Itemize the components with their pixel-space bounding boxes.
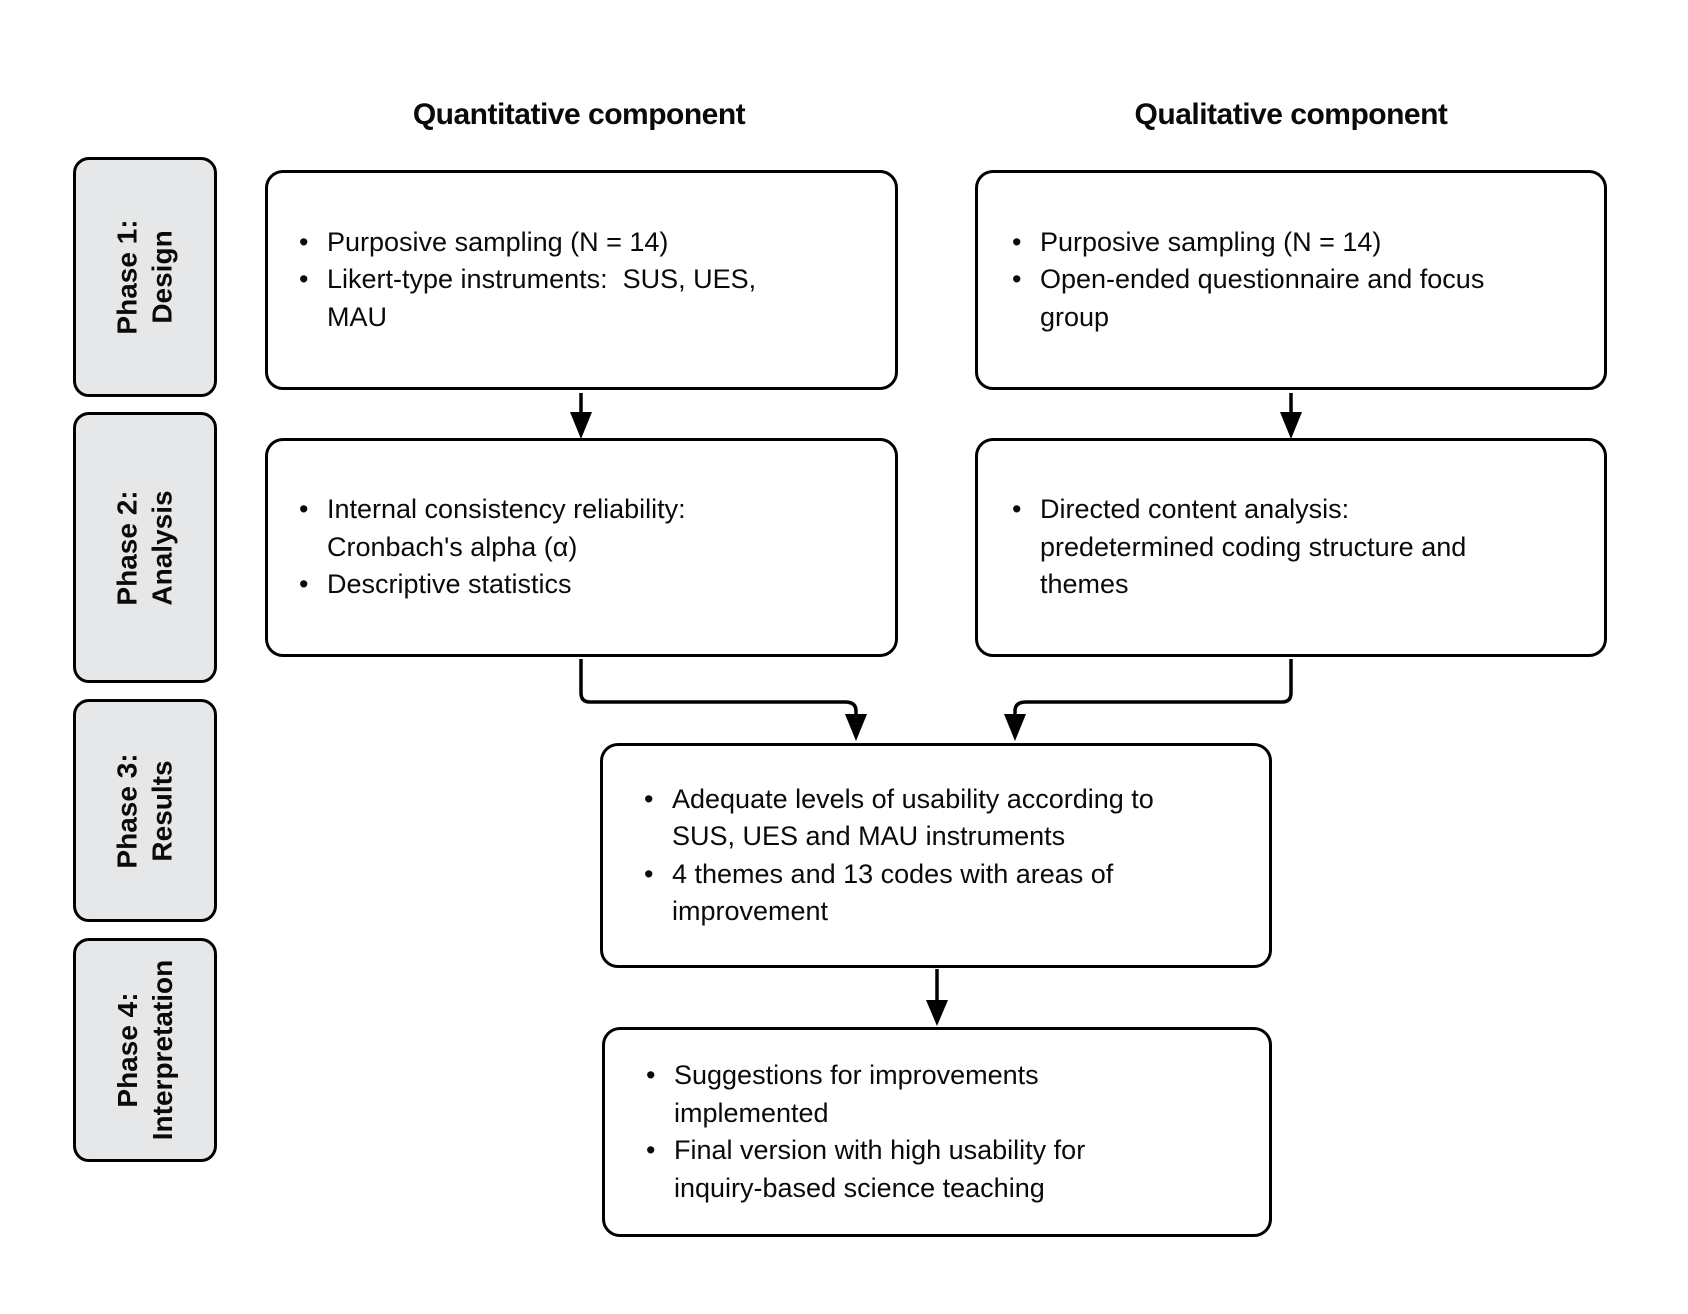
list-item: • Final version with high usability for … xyxy=(646,1132,1249,1207)
bullet-icon: • xyxy=(644,858,654,889)
column-title-quantitative: Quantitative component xyxy=(412,98,746,131)
phase-3-tab: Phase 3: Results xyxy=(73,699,217,922)
bullet-icon: • xyxy=(299,264,309,295)
list-item-text: Internal consistency reliability: Cronba… xyxy=(327,494,686,562)
phase-2-tab: Phase 2: Analysis xyxy=(73,412,217,683)
bullet-icon: • xyxy=(299,569,309,600)
bullet-icon: • xyxy=(1012,226,1022,257)
phase-2-label-line1: Phase 2: xyxy=(111,489,143,606)
arrowhead-qual-design xyxy=(1280,412,1302,439)
list-item-text: Purposive sampling (N = 14) xyxy=(1040,226,1382,257)
box-qual-analysis: • Directed content analysis: predetermin… xyxy=(975,438,1607,657)
bullet-icon: • xyxy=(1012,494,1022,525)
bullet-icon: • xyxy=(644,783,654,814)
phase-4-label-line2: Interpretation xyxy=(147,959,178,1141)
bullet-icon: • xyxy=(646,1060,656,1090)
phase-2-label: Phase 2: Analysis xyxy=(110,490,180,605)
phase-3-label-line1: Phase 3: xyxy=(111,752,143,869)
bullet-icon: • xyxy=(1012,264,1022,295)
elbow-qual-analysis-to-results xyxy=(1013,659,1293,716)
box-qual-design: • Purposive sampling (N = 14) • Open-end… xyxy=(975,170,1607,390)
list-item: • Open-ended questionnaire and focus gro… xyxy=(1012,261,1584,336)
list-item: • Purposive sampling (N = 14) xyxy=(1012,224,1584,262)
box-interpretation: • Suggestions for improvements implement… xyxy=(602,1027,1272,1237)
box-quant-analysis: • Internal consistency reliability: Cron… xyxy=(265,438,898,657)
list-item-text: Directed content analysis: predetermined… xyxy=(1040,494,1467,600)
bullet-icon: • xyxy=(646,1135,656,1165)
arrowhead-qual-results xyxy=(1004,714,1026,741)
column-title-qualitative: Qualitative component xyxy=(1134,98,1448,131)
list-item-text: Likert-type instruments: SUS, UES, MAU xyxy=(327,264,757,332)
list-item-text: 4 themes and 13 codes with areas of impr… xyxy=(672,858,1114,927)
list-item: • Internal consistency reliability: Cron… xyxy=(299,491,875,566)
arrowhead-quant-results xyxy=(845,714,867,741)
list-item: • Directed content analysis: predetermin… xyxy=(1012,491,1584,604)
list-item-text: Descriptive statistics xyxy=(327,569,572,600)
list-item-text: Purposive sampling (N = 14) xyxy=(327,226,669,257)
list-item-text: Final version with high usability for in… xyxy=(674,1135,1086,1203)
phase-4-tab: Phase 4: Interpretation xyxy=(73,938,217,1162)
bullet-icon: • xyxy=(299,494,309,525)
list-item-text: Adequate levels of usability according t… xyxy=(672,783,1154,852)
arrowhead-quant-design xyxy=(570,412,592,439)
phase-2-label-line2: Analysis xyxy=(146,489,178,606)
list-item-text: Open-ended questionnaire and focus group xyxy=(1040,264,1485,332)
bullet-icon: • xyxy=(299,226,309,257)
list-item: • Likert-type instruments: SUS, UES, MAU xyxy=(299,261,875,336)
phase-1-label: Phase 1: Design xyxy=(110,219,180,334)
phase-1-tab: Phase 1: Design xyxy=(73,157,217,397)
phase-3-label: Phase 3: Results xyxy=(110,753,180,868)
arrowhead-interpretation xyxy=(926,1000,948,1026)
box-results: • Adequate levels of usability according… xyxy=(600,743,1272,968)
list-item-text: Suggestions for improvements implemented xyxy=(674,1060,1039,1128)
list-item: • Adequate levels of usability according… xyxy=(644,781,1249,856)
phase-4-label-line1: Phase 4: xyxy=(112,992,143,1108)
phase-3-label-line2: Results xyxy=(146,759,178,862)
phase-1-label-line1: Phase 1: xyxy=(111,219,143,335)
elbow-quant-analysis-to-results xyxy=(579,659,858,716)
list-item: • Purposive sampling (N = 14) xyxy=(299,224,875,262)
phase-4-label: Phase 4: Interpretation xyxy=(110,960,180,1140)
list-item: • Suggestions for improvements implement… xyxy=(646,1057,1249,1132)
phase-1-label-line2: Design xyxy=(146,230,178,324)
list-item: • 4 themes and 13 codes with areas of im… xyxy=(644,856,1249,931)
box-quant-design: • Purposive sampling (N = 14) • Likert-t… xyxy=(265,170,898,390)
list-item: • Descriptive statistics xyxy=(299,566,875,604)
